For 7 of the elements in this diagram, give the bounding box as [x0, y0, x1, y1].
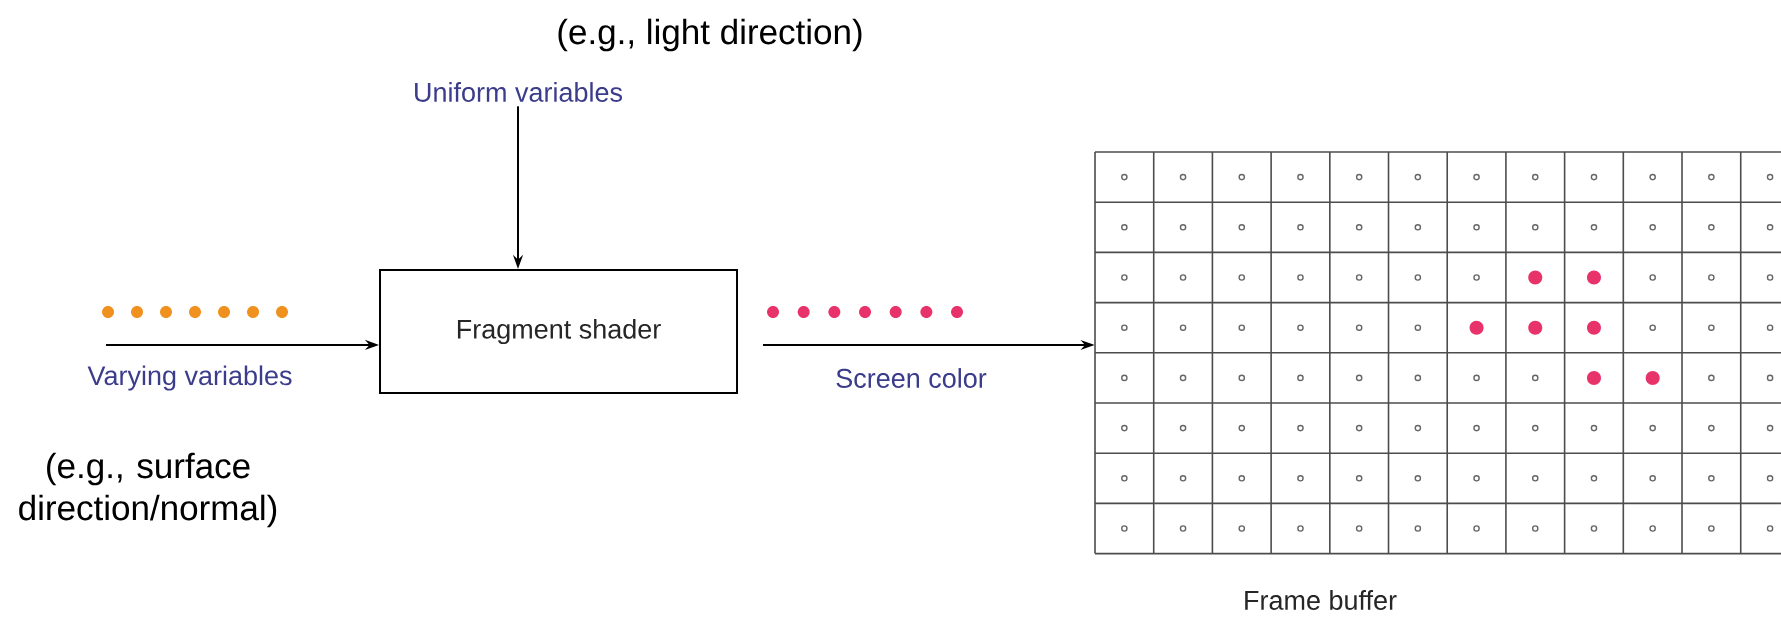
- node-label: Frame buffer: [1245, 590, 1397, 610]
- edge-label: Varying variables: [85, 363, 295, 393]
- label-text: Uniform variables: [415, 82, 622, 102]
- process-box: Fragment shader: [379, 269, 738, 394]
- note-text: (e.g., light direction): [558, 18, 862, 52]
- edge-label: Screen color: [833, 366, 989, 390]
- note-text: (e.g., surface direction/normal): [19, 452, 277, 528]
